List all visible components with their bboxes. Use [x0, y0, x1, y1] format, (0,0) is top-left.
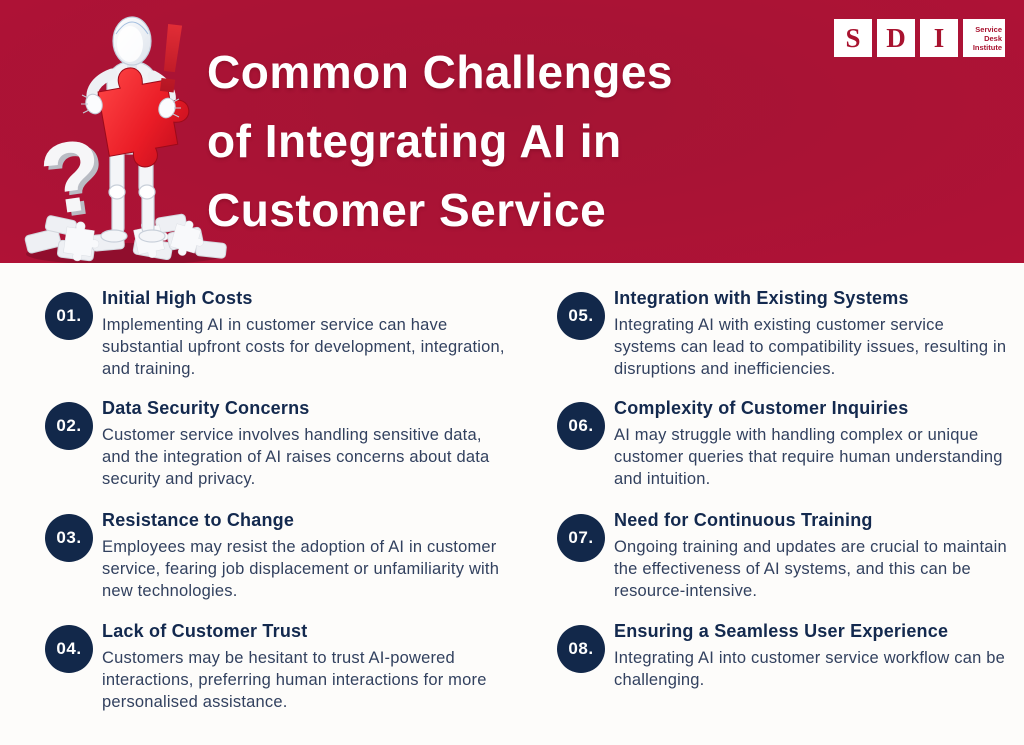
challenge-item-01: 01. Initial High Costs Implementing AI i… [45, 288, 507, 380]
item-title: Ensuring a Seamless User Experience [614, 621, 949, 641]
challenge-item-03: 03. Resistance to Change Employees may r… [45, 510, 507, 602]
item-number-badge: 03. [45, 514, 93, 562]
logo-tagline: Service Desk Institute [963, 19, 1005, 57]
page-title: Common Challenges of Integrating AI in C… [207, 38, 673, 245]
question-mark-icon: ? ? [34, 118, 115, 241]
puzzle-piece-icon [97, 67, 190, 168]
item-body: Customers may be hesitant to trust AI-po… [102, 649, 487, 711]
challenge-item-05: 05. Integration with Existing Systems In… [557, 288, 1009, 380]
item-title: Lack of Customer Trust [102, 621, 308, 641]
challenge-item-02: 02. Data Security Concerns Customer serv… [45, 398, 507, 490]
challenge-item-04: 04. Lack of Customer Trust Customers may… [45, 621, 507, 713]
item-title: Resistance to Change [102, 510, 295, 530]
title-line-2: of Integrating AI in [207, 115, 622, 167]
item-title: Initial High Costs [102, 288, 253, 308]
item-body: Ongoing training and updates are crucial… [614, 538, 1007, 600]
logo-letter-i: I [920, 19, 958, 57]
logo-tagline-line-3: Institute [972, 42, 1002, 52]
item-title: Complexity of Customer Inquiries [614, 398, 909, 418]
item-number-badge: 07. [557, 514, 605, 562]
item-number-badge: 04. [45, 625, 93, 673]
robot-hands [81, 93, 181, 119]
item-number-badge: 05. [557, 292, 605, 340]
exclamation-icon: ! [148, 4, 194, 115]
logo-tagline-line-2: Desk [984, 33, 1002, 43]
item-number-badge: 08. [557, 625, 605, 673]
logo-letter-d: D [877, 19, 915, 57]
item-title: Need for Continuous Training [614, 510, 873, 530]
title-line-1: Common Challenges [207, 46, 674, 98]
item-number-badge: 02. [45, 402, 93, 450]
robot-puzzle-illustration: ? ? [24, 4, 227, 263]
logo-tagline-line-1: Service [975, 24, 1002, 34]
item-body: Integrating AI into customer service wor… [614, 649, 1005, 689]
item-number-badge: 06. [557, 402, 605, 450]
challenge-item-07: 07. Need for Continuous Training Ongoing… [557, 510, 1009, 602]
item-number-badge: 01. [45, 292, 93, 340]
item-body: Employees may resist the adoption of AI … [102, 538, 500, 600]
item-title: Integration with Existing Systems [614, 288, 909, 308]
item-body: Integrating AI with existing customer se… [614, 316, 1007, 378]
item-title: Data Security Concerns [102, 398, 310, 418]
logo-letter-s: S [834, 19, 872, 57]
title-line-3: Customer Service [207, 184, 607, 236]
item-body: Implementing AI in customer service can … [102, 316, 505, 378]
challenge-item-06: 06. Complexity of Customer Inquiries AI … [557, 398, 1009, 490]
sdi-logo: S D I Service Desk Institute [834, 19, 1005, 57]
challenge-item-08: 08. Ensuring a Seamless User Experience … [557, 621, 1009, 691]
header-banner: ? ? [0, 0, 1024, 263]
item-body: AI may struggle with handling complex or… [614, 426, 1003, 488]
item-body: Customer service involves handling sensi… [102, 426, 490, 488]
svg-text:!: ! [148, 4, 194, 115]
